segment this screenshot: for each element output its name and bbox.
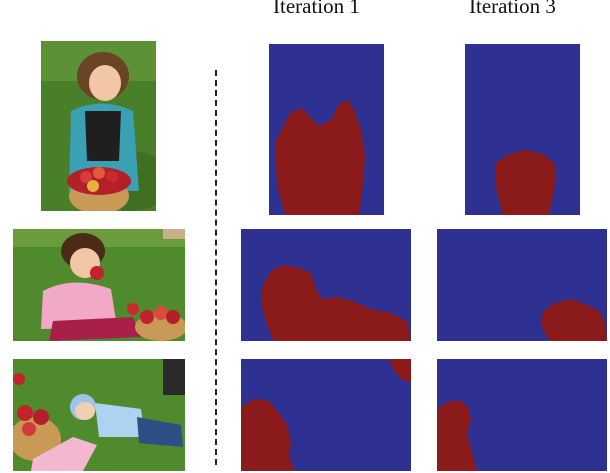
mask-row3-iteration1 [241, 359, 411, 471]
column-label-iteration-1: Iteration 1 [273, 0, 360, 18]
dashed-separator [215, 70, 217, 465]
mask-row1-iteration1 [269, 44, 384, 215]
photo-girl-eating-apple [13, 229, 185, 341]
mask-row1-iteration3 [465, 44, 580, 215]
mask-row2-iteration3 [437, 229, 607, 341]
photo-girl-holding-apple-basket [41, 41, 156, 211]
mask-row3-iteration3 [437, 359, 607, 471]
mask-row2-iteration1 [241, 229, 411, 341]
photo-baby-lying-on-grass [13, 359, 185, 471]
column-label-iteration-3: Iteration 3 [469, 0, 556, 18]
